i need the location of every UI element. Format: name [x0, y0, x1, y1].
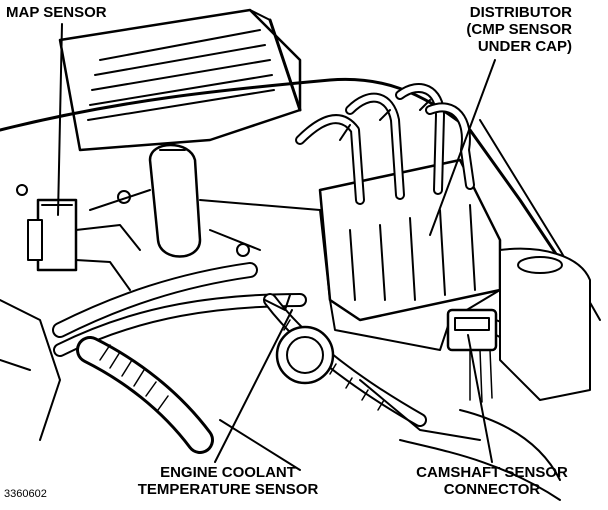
- reservoir: [499, 247, 591, 401]
- ect-sensor-label: ENGINE COOLANT TEMPERATURE SENSOR: [118, 464, 338, 498]
- map-sensor-text: MAP SENSOR: [6, 4, 107, 21]
- distributor-text-line2: (CMP SENSOR: [466, 21, 572, 38]
- distributor-text-line1: DISTRIBUTOR: [469, 4, 572, 21]
- map-sensor: [16, 184, 141, 291]
- leader-lines: [57, 23, 496, 463]
- ect-leader: [214, 309, 293, 463]
- map-sensor-leader: [57, 23, 63, 216]
- ect-text-line1: ENGINE COOLANT: [160, 464, 296, 481]
- map-sensor-label: MAP SENSOR: [6, 4, 107, 21]
- camshaft-connector-label: CAMSHAFT SENSOR CONNECTOR: [372, 464, 608, 498]
- hoses: [52, 262, 427, 454]
- distributor-leader: [429, 59, 496, 236]
- plenum: [89, 143, 331, 301]
- engine-block: [0, 299, 561, 501]
- camshaft-leader: [467, 334, 493, 463]
- distributor-label: DISTRIBUTOR (CMP SENSOR UNDER CAP): [466, 4, 572, 55]
- intake-manifold: [58, 8, 302, 152]
- distributor-text-line3: UNDER CAP): [477, 38, 572, 55]
- ect-text-line2: TEMPERATURE SENSOR: [137, 481, 319, 498]
- camshaft-text-line2: CONNECTOR: [443, 481, 541, 498]
- distributor: [295, 82, 502, 351]
- figure-number: 3360602: [4, 488, 47, 500]
- camshaft-text-line1: CAMSHAFT SENSOR: [416, 464, 568, 481]
- coolant-housing: [264, 294, 335, 385]
